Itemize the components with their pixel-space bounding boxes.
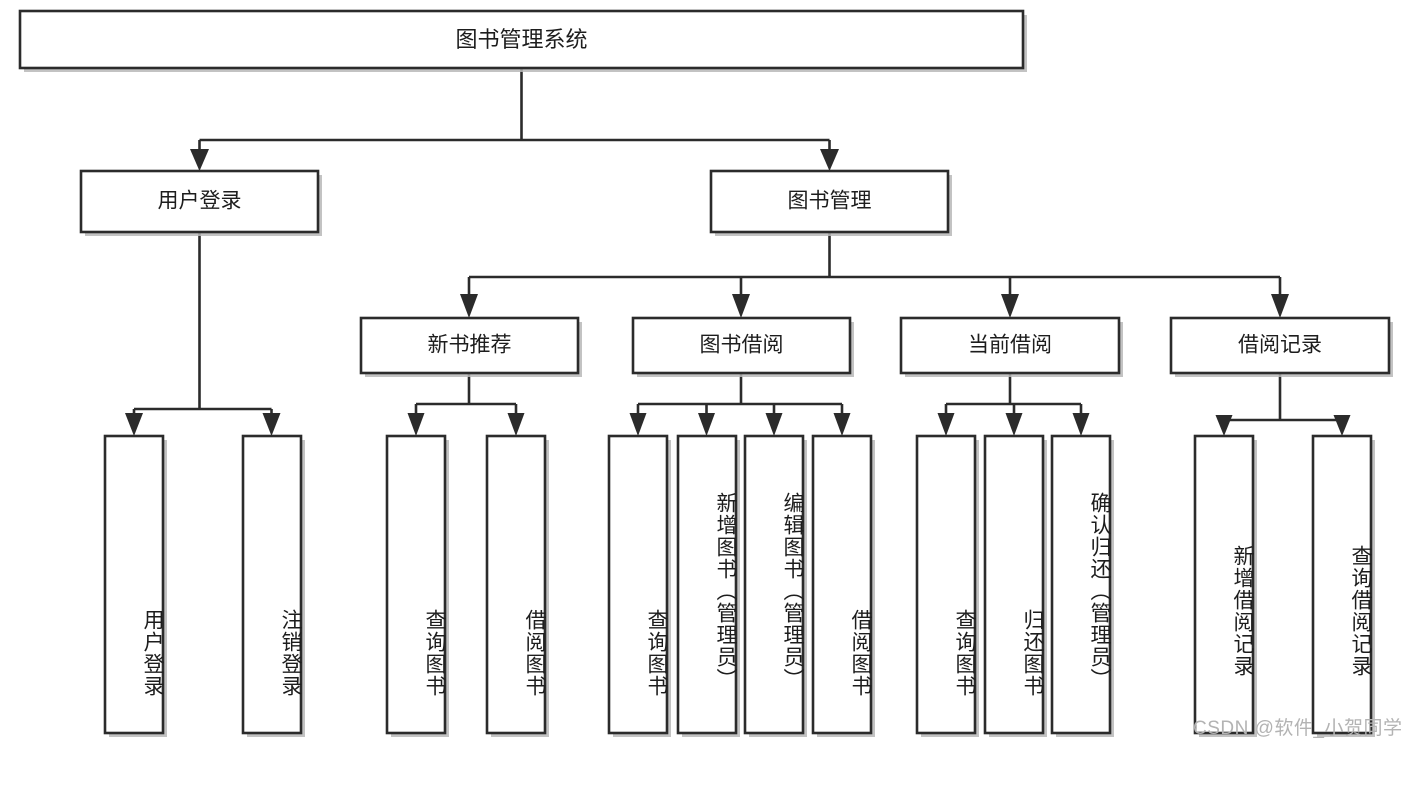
node-book-management-label: 图书管理 (788, 190, 872, 213)
node-current-borrow[interactable]: 当前借阅 (899, 316, 1123, 377)
arrowhead-user-login (190, 149, 209, 171)
arrowhead-book-management (820, 149, 839, 171)
node-new-book-recommend[interactable]: 新书推荐 (359, 316, 582, 377)
node-root[interactable]: 图书管理系统 (18, 9, 1027, 72)
node-recommend-borrow-book[interactable] (485, 434, 549, 737)
node-borrow-borrow-book[interactable] (811, 434, 875, 737)
flowchart-diagram: 图书管理系统 用户登录 图书管理 新书推荐 (18, 9, 1403, 739)
node-book-borrow-label: 图书借阅 (700, 334, 784, 357)
diagram-canvas: 图书管理系统 用户登录 图书管理 新书推荐 (18, 9, 1393, 737)
arrowhead-current-return-book (1005, 413, 1023, 436)
node-current-borrow-label: 当前借阅 (968, 334, 1052, 357)
arrowhead-current-query-book (937, 413, 955, 436)
node-borrow-edit-book[interactable] (743, 434, 807, 737)
node-current-confirm-return[interactable] (1050, 434, 1114, 737)
node-layer: 图书管理系统 用户登录 图书管理 新书推荐 (18, 9, 1393, 737)
node-current-return-book[interactable] (983, 434, 1047, 737)
csdn-watermark: CSDN @软件_小贺同学 (1193, 718, 1403, 739)
arrowhead-current-confirm-return (1072, 413, 1090, 436)
arrowhead-new-book-recommend (460, 294, 478, 318)
node-record-query[interactable] (1311, 434, 1375, 737)
arrowhead-record-query (1333, 415, 1351, 436)
node-root-label: 图书管理系统 (455, 27, 587, 52)
node-new-book-recommend-label: 新书推荐 (428, 334, 512, 357)
node-user-login[interactable]: 用户登录 (79, 169, 322, 236)
arrowhead-user-login-do (125, 413, 143, 436)
arrowhead-borrow-borrow-book (833, 413, 851, 436)
node-book-borrow[interactable]: 图书借阅 (631, 316, 854, 377)
node-user-login-label: 用户登录 (158, 190, 242, 213)
arrowhead-recommend-borrow-book (507, 413, 525, 436)
arrowhead-current-borrow (1001, 294, 1019, 318)
node-borrow-record-label: 借阅记录 (1238, 334, 1322, 357)
node-book-management[interactable]: 图书管理 (709, 169, 952, 236)
arrowhead-borrow-edit-book (765, 413, 783, 436)
arrowhead-book-borrow (732, 294, 750, 318)
node-recommend-query-book[interactable] (385, 434, 449, 737)
arrowhead-borrow-query-book (629, 413, 647, 436)
node-borrow-record[interactable]: 借阅记录 (1169, 316, 1393, 377)
arrowhead-recommend-query-book (407, 413, 425, 436)
arrowhead-user-logout (262, 413, 281, 436)
node-user-login-do[interactable] (103, 434, 167, 737)
arrowhead-record-add (1215, 415, 1233, 436)
node-user-logout[interactable] (241, 434, 305, 737)
arrowhead-borrow-record (1271, 294, 1289, 318)
node-record-add[interactable] (1193, 434, 1257, 737)
node-current-query-book[interactable] (915, 434, 979, 737)
connector-layer (125, 68, 1351, 436)
node-borrow-add-book[interactable] (676, 434, 740, 737)
node-borrow-query-book[interactable] (607, 434, 671, 737)
arrowhead-borrow-add-book (698, 413, 715, 436)
